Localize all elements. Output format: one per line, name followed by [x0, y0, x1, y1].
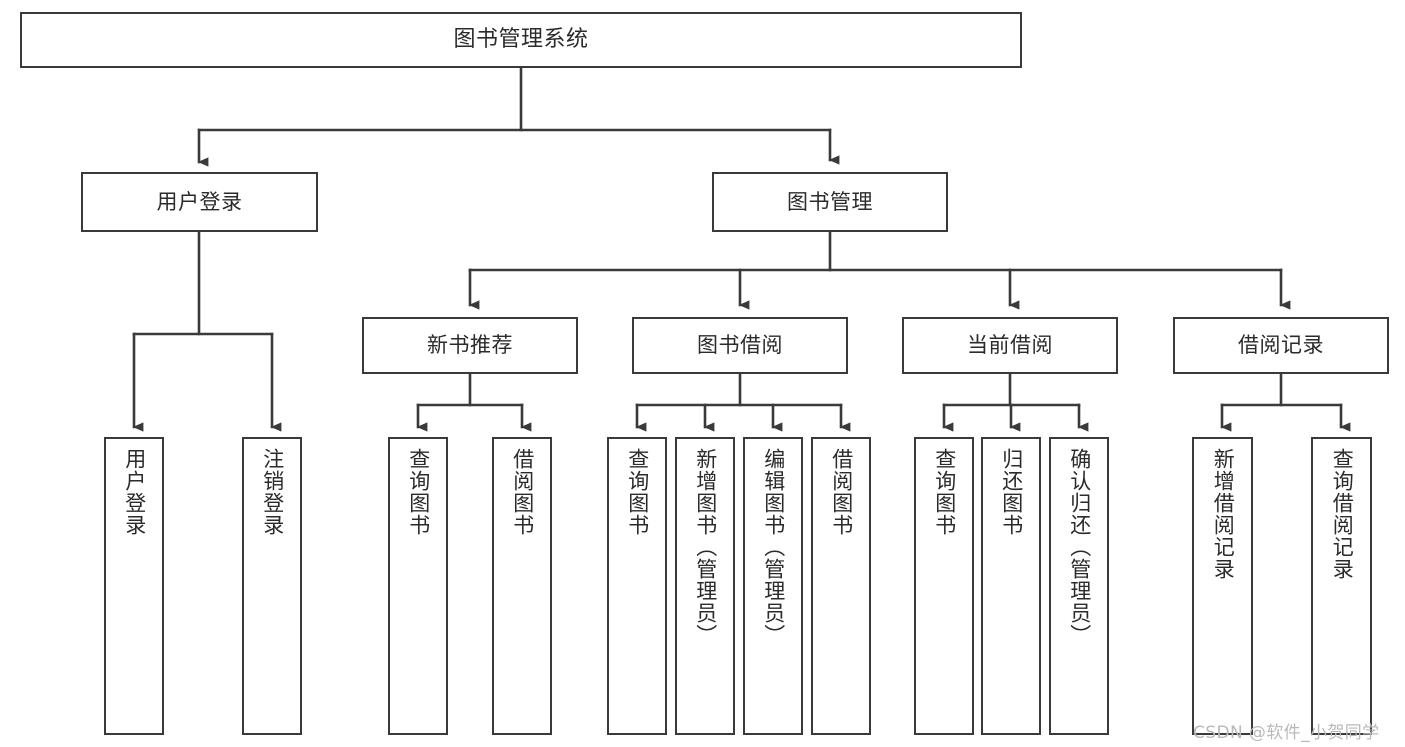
node-label: 借阅记录 — [1238, 333, 1324, 358]
node-label: 新增图书（管理员） — [693, 448, 718, 646]
node-label: 归还图书 — [999, 448, 1024, 536]
node-leaf-return-book[interactable]: 归还图书 — [981, 437, 1041, 735]
node-label: 用户登录 — [156, 189, 243, 214]
node-label: 编辑图书（管理员） — [761, 448, 786, 646]
node-label: 借阅图书 — [510, 448, 535, 536]
node-leaf-user-login[interactable]: 用户登录 — [104, 437, 164, 735]
node-label: 查询图书 — [625, 448, 650, 536]
node-leaf-borrow-book-2[interactable]: 借阅图书 — [811, 437, 871, 735]
node-label: 当前借阅 — [967, 333, 1053, 358]
node-label: 查询借阅记录 — [1330, 448, 1355, 580]
node-current-borrow[interactable]: 当前借阅 — [902, 317, 1118, 374]
node-label: 注销登录 — [260, 448, 285, 536]
node-label: 查询图书 — [406, 448, 431, 536]
node-leaf-edit-book[interactable]: 编辑图书（管理员） — [743, 437, 803, 735]
node-book-borrow[interactable]: 图书借阅 — [632, 317, 848, 374]
node-label: 确认归还（管理员） — [1067, 448, 1092, 646]
node-leaf-query-borrow-record[interactable]: 查询借阅记录 — [1311, 437, 1372, 735]
node-label: 借阅图书 — [829, 448, 854, 536]
node-leaf-query-book-1[interactable]: 查询图书 — [388, 437, 448, 735]
node-new-book-recommend[interactable]: 新书推荐 — [362, 317, 578, 374]
node-leaf-query-book-2[interactable]: 查询图书 — [607, 437, 667, 735]
node-label: 图书管理系统 — [453, 27, 589, 53]
node-leaf-query-book-3[interactable]: 查询图书 — [914, 437, 974, 735]
node-leaf-confirm-return[interactable]: 确认归还（管理员） — [1049, 437, 1109, 735]
node-root-book-management-system[interactable]: 图书管理系统 — [20, 12, 1022, 68]
node-leaf-add-book[interactable]: 新增图书（管理员） — [675, 437, 735, 735]
node-user-login[interactable]: 用户登录 — [81, 172, 318, 232]
node-leaf-add-borrow-record[interactable]: 新增借阅记录 — [1192, 437, 1253, 735]
node-label: 新增借阅记录 — [1211, 448, 1236, 580]
node-label: 图书管理 — [787, 189, 873, 214]
node-label: 查询图书 — [932, 448, 957, 536]
node-label: 用户登录 — [122, 448, 147, 536]
node-label: 图书借阅 — [697, 333, 783, 358]
node-leaf-logout[interactable]: 注销登录 — [242, 437, 302, 735]
node-leaf-borrow-book-1[interactable]: 借阅图书 — [492, 437, 552, 735]
node-book-manage[interactable]: 图书管理 — [712, 172, 948, 232]
node-borrow-record[interactable]: 借阅记录 — [1173, 317, 1389, 374]
csdn-watermark: CSDN @软件_小贺同学 — [1193, 723, 1380, 743]
node-label: 新书推荐 — [427, 333, 513, 358]
